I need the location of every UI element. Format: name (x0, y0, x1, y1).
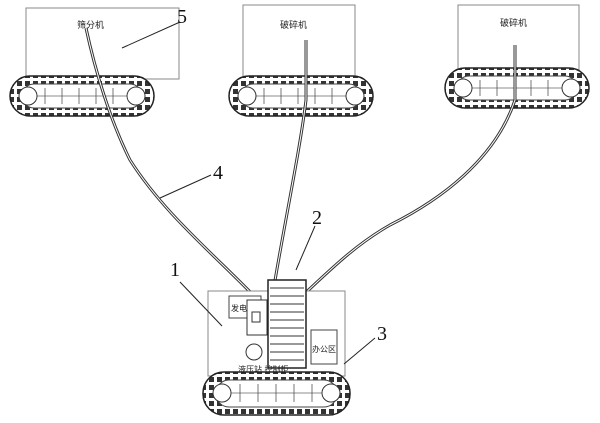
callout-2: 2 (312, 207, 322, 229)
crusher-machine-right: 破碎机 (444, 4, 590, 109)
office-label: 办公区 (312, 344, 336, 354)
control-tower (267, 279, 307, 369)
cable-highlight-group (85, 27, 516, 301)
crusher-middle-track (228, 75, 374, 117)
callout-3: 3 (377, 323, 387, 345)
callout-4: 4 (213, 162, 223, 184)
base-track (202, 371, 351, 416)
screening-machine-label: 筛分机 (77, 19, 104, 31)
screening-machine: 筛分机 (9, 7, 180, 117)
callout-leaders (121, 21, 376, 365)
screening-machine-track (9, 75, 155, 117)
base-station: 发电机 办公区 液压站 控制柜 (202, 279, 351, 416)
callout-1: 1 (170, 259, 180, 281)
office-box (310, 329, 338, 365)
screening-machine-box (25, 7, 180, 80)
crusher-middle-box (242, 4, 356, 85)
crusher-right-box (457, 4, 580, 75)
crusher-right-track (444, 67, 590, 109)
base-bottom-label: 液压站 控制柜 (238, 364, 289, 374)
crusher-machine-middle: 破碎机 (228, 4, 374, 117)
callout-5: 5 (177, 6, 187, 28)
crusher-middle-label: 破碎机 (280, 19, 307, 31)
pump-icon (245, 343, 263, 361)
crusher-right-label: 破碎机 (500, 17, 527, 29)
generator-label: 发电机 (231, 303, 255, 313)
